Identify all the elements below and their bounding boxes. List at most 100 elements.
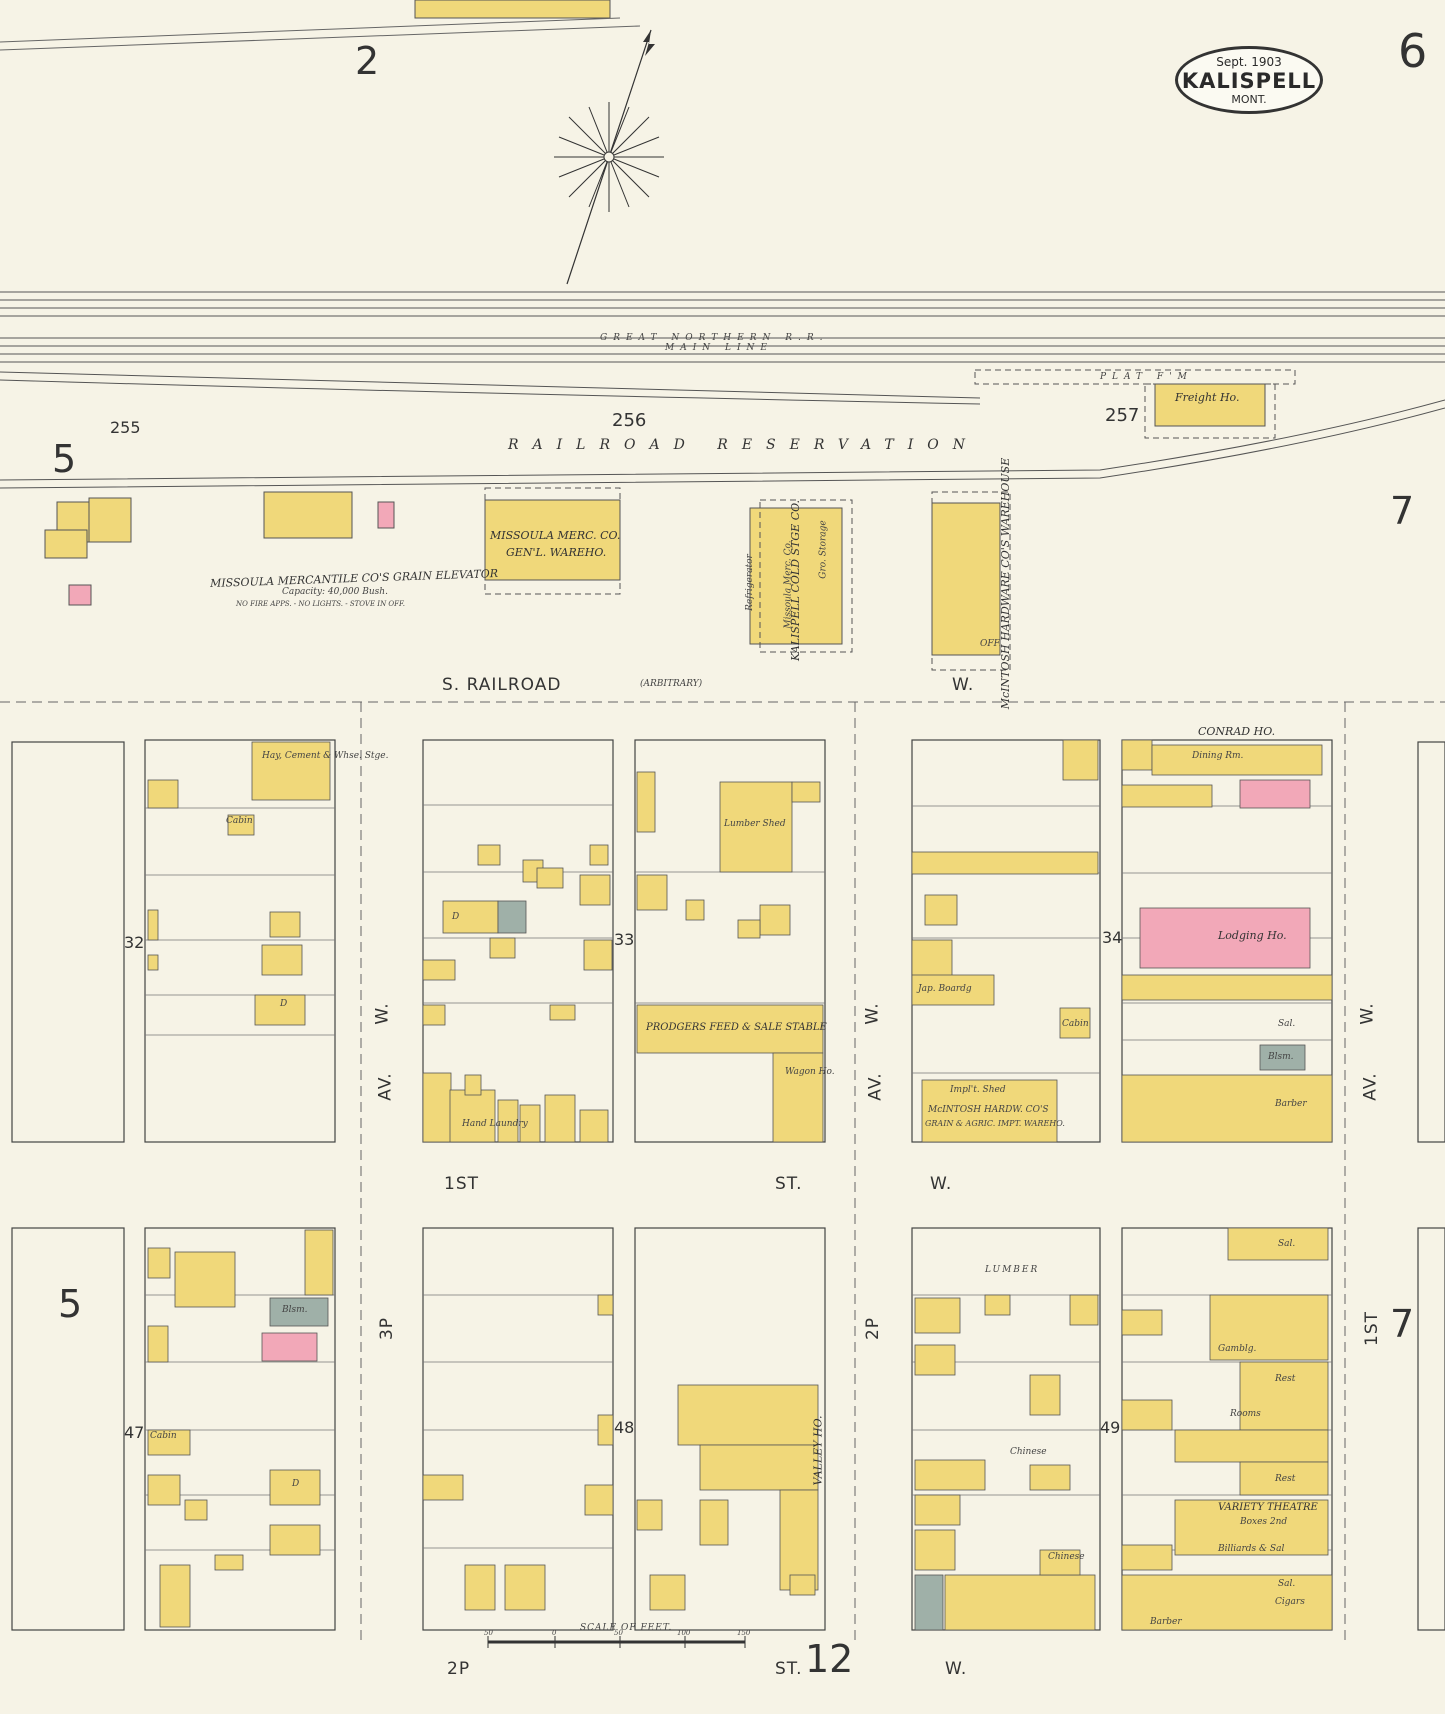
freight-platform	[1144, 383, 1276, 439]
block-34-buildings	[911, 739, 1333, 1143]
impl-shed-label: Impl't. Shed	[950, 1085, 1006, 1095]
mcintosh-impl-label-2: GRAIN & AGRIC. IMPT. WAREHO.	[925, 1119, 1065, 1128]
block-32-buildings	[147, 741, 331, 1026]
map-title-cartouche: Sept. 1903 KALISPELL MONT.	[1175, 46, 1323, 114]
compass-rose-icon	[554, 29, 664, 285]
valley-house-label: VALLEY HO.	[811, 1415, 825, 1486]
block-number-32: 32	[124, 933, 145, 952]
feed-stable-label: PRODGERS FEED & SALE STABLE	[646, 1022, 827, 1033]
dwelling-label-2: D	[452, 912, 460, 922]
dining-room-label: Dining Rm.	[1192, 751, 1244, 761]
block-number-34: 34	[1102, 928, 1123, 947]
west-building-2	[88, 497, 132, 543]
grain-elevator	[263, 491, 353, 539]
missoula-warehouse-label-1: MISSOULA MERC. CO.	[490, 529, 621, 542]
block-number-47: 47	[124, 1423, 145, 1442]
street-2nd-w: W.	[945, 1659, 968, 1679]
adjacent-sheet-west-bottom: 5	[58, 1282, 83, 1326]
lumber-shed-label: Lumber Shed	[724, 819, 786, 829]
avenue-3rd-label: 3P	[377, 1316, 398, 1341]
block-33b-buildings	[636, 771, 824, 1143]
freight-house	[1154, 383, 1266, 427]
avenue-1st-label: 1ST	[1362, 1311, 1382, 1346]
cold-storage-platform	[759, 499, 853, 653]
missoula-warehouse-label-2: GEN'L. WAREHO.	[506, 546, 607, 559]
gro-storage-label: Gro. Storage	[818, 520, 829, 579]
mcintosh-office-label: OFF.	[980, 639, 1002, 649]
hay-cement-label: Hay, Cement & Whse. Stge.	[262, 751, 389, 761]
scale-tick-0: 50	[484, 1629, 493, 1637]
map-date: Sept. 1903	[1216, 55, 1282, 69]
west-building-3	[44, 529, 88, 559]
street-1st-st: ST.	[775, 1174, 803, 1194]
barber-label-south: Barber	[1150, 1617, 1182, 1627]
adjacent-sheet-east-bottom: 7	[1390, 1302, 1415, 1346]
block-number-33: 33	[614, 930, 635, 949]
cold-storage-sub-label: Missoula Merc. Co.	[783, 540, 794, 629]
scale-tick-4: 150	[737, 1629, 751, 1637]
west-building-brick	[68, 584, 92, 606]
mcintosh-warehouse-label: McINTOSH HARDWARE CO'S WAREHOUSE	[999, 457, 1013, 710]
saloon-label-north: Sal.	[1278, 1019, 1296, 1029]
variety-theatre-label: VARIETY THEATRE	[1218, 1502, 1318, 1513]
scale-tick-1: 0	[552, 1629, 557, 1637]
restaurant-label-1: Rest	[1275, 1374, 1296, 1384]
boxes-label: Boxes 2nd	[1240, 1517, 1288, 1527]
grain-capacity-label: Capacity: 40,000 Bush.	[282, 587, 388, 597]
adjacent-sheet-north: 2	[355, 39, 380, 83]
top-building	[414, 0, 611, 19]
sheet-number: 6	[1398, 24, 1428, 78]
barber-label-north: Barber	[1275, 1099, 1307, 1109]
block-47-buildings	[147, 1229, 334, 1628]
dwelling-label-1: D	[280, 999, 288, 1009]
mcintosh-warehouse-platform	[931, 491, 1011, 671]
billiards-label: Billiards & Sal	[1218, 1544, 1285, 1554]
avenue-1st-av: AV.	[1360, 1072, 1381, 1101]
dwelling-label-3: D	[292, 1479, 300, 1489]
map-state: MONT.	[1231, 93, 1267, 106]
restaurant-label-2: Rest	[1275, 1474, 1296, 1484]
block-33-buildings	[422, 844, 613, 1143]
scale-bar	[487, 1636, 746, 1648]
avenue-2nd-av: AV.	[865, 1072, 886, 1101]
avenue-1st-w: W.	[1357, 1002, 1378, 1025]
conrad-house-label: CONRAD HO.	[1198, 725, 1276, 738]
gambling-label: Gamblg.	[1218, 1344, 1257, 1354]
top-border-line	[0, 17, 621, 43]
block-number-257: 257	[1105, 405, 1140, 426]
jap-boardg-label: Jap. Boardg	[918, 984, 972, 994]
hand-laundry-label: Hand Laundry	[462, 1119, 528, 1129]
city-blocks	[11, 739, 1445, 1631]
cabin-label-2: Cabin	[1062, 1019, 1089, 1029]
cigars-label: Cigars	[1275, 1597, 1305, 1607]
avenue-3rd-av: AV.	[375, 1072, 396, 1101]
adjacent-sheet-east-top: 7	[1390, 489, 1415, 533]
street-s-railroad: S. RAILROAD	[442, 675, 562, 695]
blacksmith-label-north: Blsm.	[1268, 1052, 1294, 1062]
elevator-office	[377, 501, 395, 529]
mcintosh-warehouse	[931, 502, 1001, 656]
chinese-label-1: Chinese	[1010, 1447, 1047, 1457]
top-border-line-2	[0, 25, 641, 51]
freight-house-label: Freight Ho.	[1175, 391, 1240, 404]
saloon-label-south-2: Sal.	[1278, 1579, 1296, 1589]
avenue-3rd-w: W.	[372, 1002, 393, 1025]
platform-label: PLAT F'M	[1100, 372, 1193, 382]
saloon-label-south-1: Sal.	[1278, 1239, 1296, 1249]
map-city: KALISPELL	[1181, 69, 1317, 93]
block-number-48: 48	[614, 1418, 635, 1437]
rail-main-line: MAIN LINE	[665, 343, 773, 353]
lodging-house-label: Lodging Ho.	[1218, 929, 1287, 942]
street-2nd: 2P	[447, 1659, 471, 1679]
cabin-label-1: Cabin	[226, 816, 253, 826]
block-number-256: 256	[612, 410, 647, 431]
scale-label: SCALE OF FEET.	[580, 1623, 673, 1633]
adjacent-sheet-south: 12	[805, 1637, 854, 1681]
block-48-buildings	[422, 1294, 819, 1611]
street-1st: 1ST	[444, 1174, 479, 1194]
block-49-buildings	[914, 1227, 1333, 1631]
refrigerator-label: Refrigerator	[744, 554, 755, 611]
wagon-house-label: Wagon Ho.	[785, 1067, 835, 1077]
scale-tick-2: 50	[614, 1629, 623, 1637]
